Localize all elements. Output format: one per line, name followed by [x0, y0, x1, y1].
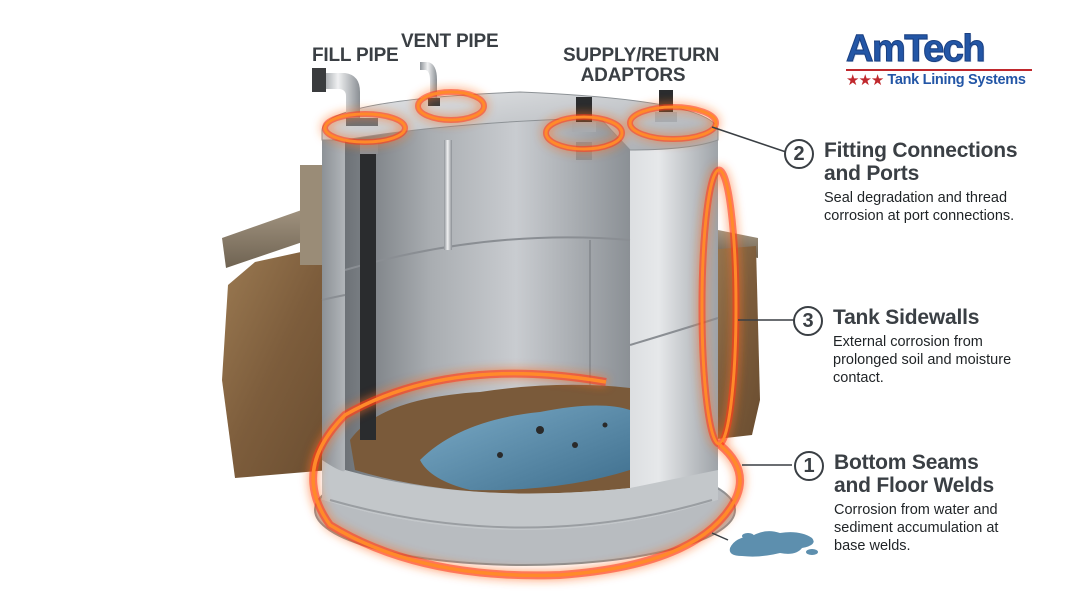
- callout-title: Tank Sidewalls: [833, 306, 980, 329]
- supply-return-label: SUPPLY/RETURN ADAPTORS: [563, 45, 720, 86]
- callout-leader-lines: [711, 126, 794, 541]
- callout-description: Corrosion from water and sediment accumu…: [834, 502, 999, 554]
- tank-floor-contents: [350, 384, 630, 494]
- stars-icon: ★★★: [846, 72, 884, 89]
- logo-tagline: Tank Lining Systems: [887, 72, 1026, 88]
- callout-bottom-seams: 1 Bottom Seams and Floor Welds Corrosion…: [794, 451, 998, 555]
- amtech-logo: AmTech ★★★ Tank Lining Systems: [846, 30, 1036, 88]
- logo-wordmark: AmTech: [846, 28, 987, 70]
- logo-rule: [846, 69, 1032, 71]
- callout-title: Bottom Seams and Floor Welds: [834, 451, 994, 497]
- callout-tank-sidewalls: 3 Tank Sidewalls External corrosion from…: [793, 306, 1011, 387]
- supply-return-label-line2: ADAPTORS: [580, 65, 686, 86]
- callout-number-badge: 1: [794, 451, 824, 481]
- callout-title: Fitting Connections and Ports: [824, 139, 1018, 185]
- leak-puddle: [729, 531, 818, 557]
- callout-number-badge: 3: [793, 306, 823, 336]
- corrosion-highlights: [309, 89, 744, 580]
- callout-fitting-connections: 2 Fitting Connections and Ports Seal deg…: [784, 139, 1018, 225]
- supply-return-label-line1: SUPPLY/RETURN: [563, 45, 720, 66]
- fill-pipe-label: FILL PIPE: [312, 45, 399, 66]
- callout-description: External corrosion from prolonged soil a…: [833, 334, 1012, 386]
- callout-number-badge: 2: [784, 139, 814, 169]
- fill-pipe: [312, 68, 378, 440]
- left-soil-block: [222, 165, 332, 478]
- callout-description: Seal degradation and thread corrosion at…: [824, 190, 1015, 224]
- vent-pipe-label: VENT PIPE: [401, 31, 499, 52]
